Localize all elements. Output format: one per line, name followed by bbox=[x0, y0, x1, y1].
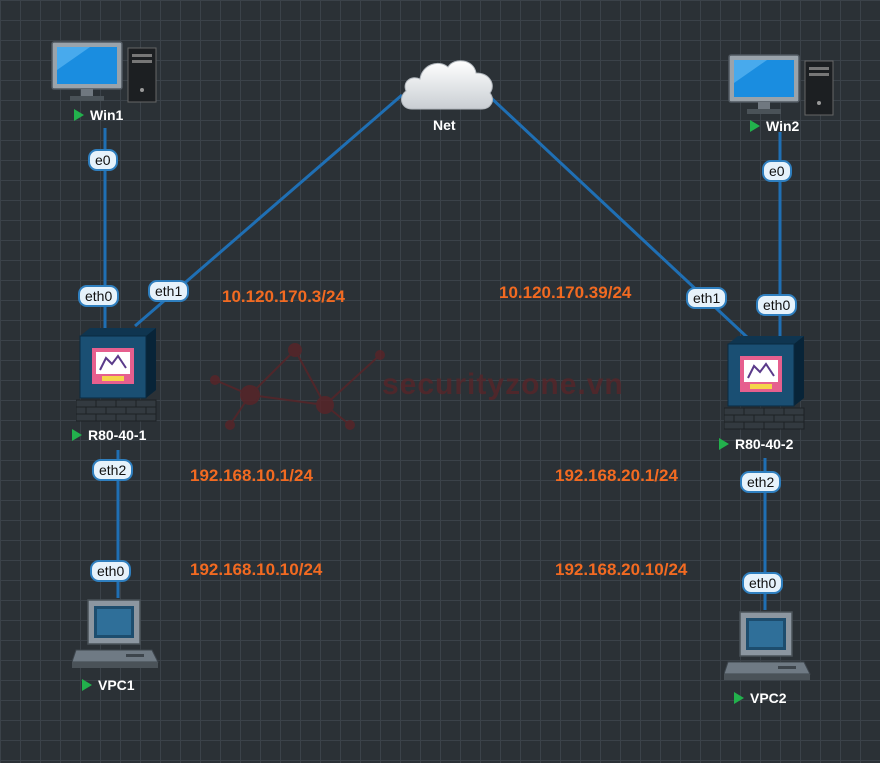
port-label-fw2-eth0[interactable]: eth0 bbox=[756, 294, 798, 316]
fw1-label: R80-40-1 bbox=[72, 427, 146, 443]
cloud-icon[interactable] bbox=[398, 55, 496, 113]
vpc2-label: VPC2 bbox=[734, 690, 787, 706]
port-label-vpc2-eth0[interactable]: eth0 bbox=[742, 572, 784, 594]
net-label: Net bbox=[433, 117, 456, 133]
vpc1-label: VPC1 bbox=[82, 677, 135, 693]
running-indicator-icon bbox=[734, 692, 744, 704]
pc-terminal-icon[interactable] bbox=[724, 610, 812, 682]
watermark-text: securityzone.vn bbox=[382, 368, 624, 401]
running-indicator-icon bbox=[74, 109, 84, 121]
running-indicator-icon bbox=[72, 429, 82, 441]
desktop-computer-icon[interactable] bbox=[727, 53, 837, 117]
port-label-fw2-eth2[interactable]: eth2 bbox=[740, 471, 782, 493]
port-label-vpc1-eth0[interactable]: eth0 bbox=[90, 560, 132, 582]
pc-terminal-icon[interactable] bbox=[72, 598, 160, 670]
ip-fw2-wan: 10.120.170.39/24 bbox=[499, 283, 632, 302]
ip-vpc2: 192.168.20.10/24 bbox=[555, 560, 688, 579]
firewall-icon[interactable] bbox=[724, 336, 808, 430]
watermark-logo bbox=[210, 343, 385, 430]
win2-label: Win2 bbox=[750, 118, 799, 134]
ip-fw2-lan: 192.168.20.1/24 bbox=[555, 466, 678, 485]
ip-vpc1: 192.168.10.10/24 bbox=[190, 560, 323, 579]
running-indicator-icon bbox=[719, 438, 729, 450]
port-label-fw2-eth1[interactable]: eth1 bbox=[686, 287, 728, 309]
ip-fw1-wan: 10.120.170.3/24 bbox=[222, 287, 345, 306]
port-label-fw1-eth0[interactable]: eth0 bbox=[78, 285, 120, 307]
ip-fw1-lan: 192.168.10.1/24 bbox=[190, 466, 313, 485]
port-label-fw1-eth1[interactable]: eth1 bbox=[148, 280, 190, 302]
running-indicator-icon bbox=[750, 120, 760, 132]
port-label-win1-e0[interactable]: e0 bbox=[88, 149, 118, 171]
port-label-win2-e0[interactable]: e0 bbox=[762, 160, 792, 182]
desktop-computer-icon[interactable] bbox=[50, 40, 160, 104]
running-indicator-icon bbox=[82, 679, 92, 691]
port-label-fw1-eth2[interactable]: eth2 bbox=[92, 459, 134, 481]
fw2-label: R80-40-2 bbox=[719, 436, 793, 452]
win1-label: Win1 bbox=[74, 107, 123, 123]
firewall-icon[interactable] bbox=[76, 328, 160, 422]
